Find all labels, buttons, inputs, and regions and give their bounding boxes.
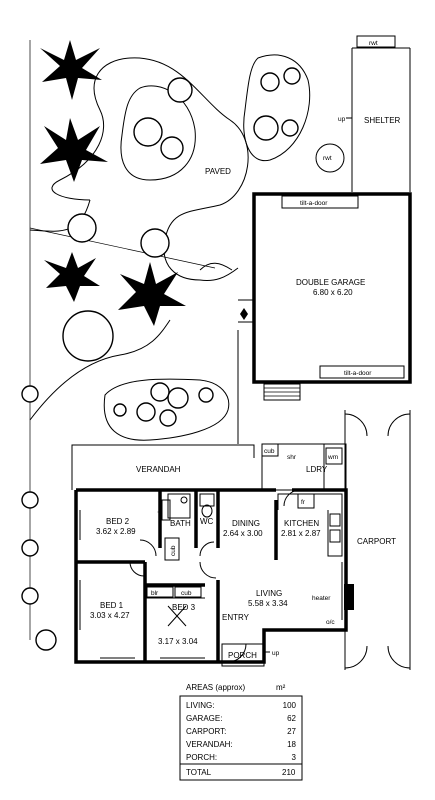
living-dims: 5.58 x 3.34 [248, 599, 288, 608]
area-row-label: GARAGE: [186, 714, 222, 723]
areas-title: AREAS (approx) [186, 683, 245, 692]
area-row-value: 100 [283, 701, 297, 710]
dining-dims: 2.64 x 3.00 [223, 529, 263, 538]
fr-label: fr [301, 499, 306, 506]
entry-label: ENTRY [222, 613, 250, 622]
shelter-up-label: up [338, 116, 346, 123]
bed2-dims: 3.62 x 2.89 [96, 527, 136, 536]
area-row-value: 3 [292, 753, 297, 762]
carport: CARPORT [344, 410, 411, 670]
areas-unit: m² [276, 683, 286, 692]
rwt-top-label: rwt [369, 40, 378, 47]
garage-door-top: tilt-a-door [300, 200, 328, 207]
carport-label: CARPORT [357, 537, 396, 546]
oc-label: o/c [326, 619, 335, 626]
rwt-mid-label: rwt [323, 155, 332, 162]
porch-label: PORCH [228, 651, 257, 660]
bed3-dims: 3.17 x 3.04 [158, 637, 198, 646]
area-row-label: VERANDAH: [186, 740, 233, 749]
bath-label: BATH [170, 519, 191, 528]
bed2-name: BED 2 [106, 517, 130, 526]
dining-name: DINING [232, 519, 260, 528]
living-name: LIVING [256, 589, 282, 598]
shelter: rwt SHELTER up rwt [315, 35, 411, 192]
kitchen-name: KITCHEN [284, 519, 319, 528]
ldry-label: LDRY [306, 465, 328, 474]
area-row-value: 18 [287, 740, 296, 749]
cub-label-3: cub [181, 590, 192, 597]
shelter-label: SHELTER [364, 116, 401, 125]
kitchen-dims: 2.81 x 2.87 [281, 529, 321, 538]
verandah-label: VERANDAH [136, 465, 181, 474]
site-landscape: PAVED [21, 40, 311, 651]
areas-total-label: TOTAL [186, 768, 212, 777]
heater-label: heater [312, 595, 331, 602]
bed3-name: BED 3 [172, 603, 196, 612]
areas-total-value: 210 [282, 768, 296, 777]
wc-label: WC [200, 517, 214, 526]
area-row-value: 62 [287, 714, 296, 723]
garage-door-bottom: tilt-a-door [344, 370, 372, 377]
area-row-label: LIVING: [186, 701, 214, 710]
wm-label: wm [327, 454, 338, 461]
paved-label: PAVED [205, 167, 231, 176]
area-row-value: 27 [287, 727, 296, 736]
garage-dims: 6.80 x 6.20 [313, 288, 353, 297]
double-garage: tilt-a-door tilt-a-door DOUBLE GARAGE 6.… [238, 192, 412, 401]
garage-name: DOUBLE GARAGE [296, 278, 365, 287]
porch-up-label: up [272, 650, 280, 657]
area-row-label: PORCH: [186, 753, 217, 762]
cub-label-1: cub [264, 448, 275, 455]
bed1-name: BED 1 [100, 601, 124, 610]
shr-label-2: shr [157, 506, 164, 516]
verandah: VERANDAH [71, 444, 255, 490]
blr-label: blr [151, 590, 159, 597]
garage-steps [263, 383, 301, 401]
cub-label-2: cub [170, 545, 177, 556]
bed1-dims: 3.03 x 4.27 [90, 611, 130, 620]
area-row-label: CARPORT: [186, 727, 226, 736]
shr-label-1: shr [287, 454, 297, 461]
house: up BED 2 3.62 x 2.89 BED 1 3.03 x 4.27 B… [74, 443, 354, 667]
